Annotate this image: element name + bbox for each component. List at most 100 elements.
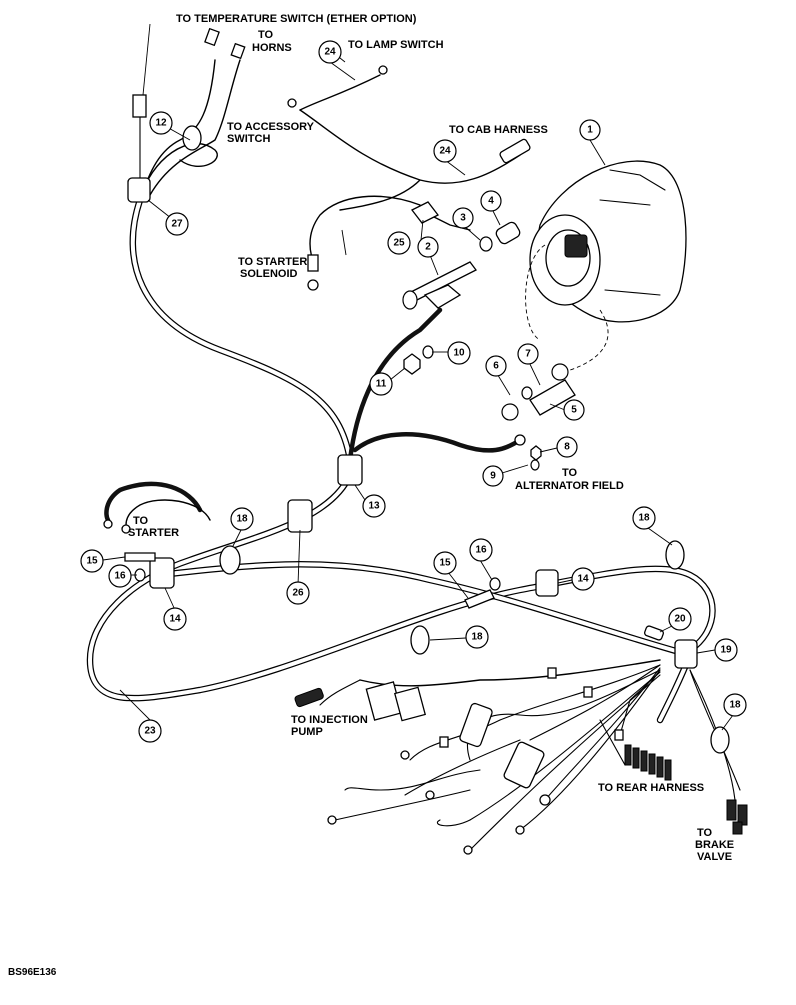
svg-text:9: 9 [490,471,496,482]
label-starter: STARTER [128,527,179,539]
callout-15a: 15 [80,549,104,573]
upper-wires [139,59,521,266]
svg-text:3: 3 [460,213,466,224]
svg-text:4: 4 [488,196,494,207]
figure-code: BS96E136 [8,967,57,978]
bolt-5b [551,363,569,381]
svg-text:13: 13 [368,501,380,512]
horn-connector-b [230,42,246,60]
main-harness-cable [86,196,716,724]
clamp-26 [287,499,313,533]
brake-valve-connector [726,799,748,835]
clamp-14b [535,569,559,597]
svg-text:19: 19 [720,645,732,656]
callout-1: 1 [579,119,601,141]
callout-8: 8 [556,436,578,458]
svg-text:11: 11 [376,379,387,390]
callout-4: 4 [480,190,502,212]
alternator [525,160,687,371]
svg-text:7: 7 [525,349,531,360]
callout-3: 3 [452,207,474,229]
callout-15b: 15 [433,551,457,575]
callout-18c: 18 [465,625,489,649]
label-alt-field-to: TO [562,467,578,479]
label-injection-2: PUMP [291,726,323,738]
label-temp-switch: TO TEMPERATURE SWITCH (ETHER OPTION) [176,13,417,25]
lamp-switch-terminal [378,65,388,75]
washer-6 [521,386,533,400]
label-starter-to: TO [133,515,149,527]
bolt-5a [501,403,519,421]
tie-12 [182,125,202,151]
tie-18d [710,726,730,754]
callout-23: 23 [138,719,162,743]
clip-25 [411,201,439,224]
svg-text:14: 14 [169,614,181,625]
callout-18d: 18 [723,693,747,717]
ring-terminal-a [539,794,551,806]
label-cab-harness: TO CAB HARNESS [449,124,548,136]
svg-text:18: 18 [236,514,248,525]
callout-25: 25 [387,231,411,255]
plate-7 [529,379,576,416]
callout-20: 20 [668,607,692,631]
svg-text:27: 27 [171,219,183,230]
relay-bracket-b [503,741,545,789]
label-accessory-2: SWITCH [227,133,270,145]
svg-text:2: 2 [425,242,431,253]
ring-terminal-b [425,790,435,800]
screw-15b [464,589,495,609]
svg-text:18: 18 [729,700,741,711]
clamp-27 [127,177,151,203]
callout-27: 27 [165,212,189,236]
svg-text:23: 23 [144,726,156,737]
cab-harness-connector [499,138,531,164]
accessory-terminal [287,98,297,108]
svg-text:10: 10 [453,348,465,359]
lower-harness-wires [319,659,741,851]
solenoid-connector [307,254,319,272]
svg-text:18: 18 [471,632,483,643]
svg-text:24: 24 [439,146,451,157]
svg-text:26: 26 [292,588,304,599]
svg-text:5: 5 [571,405,577,416]
hardware [124,221,576,609]
relay-bracket-a [459,702,493,748]
svg-text:16: 16 [475,545,487,556]
callout-14a: 14 [163,607,187,631]
callout-16b: 16 [469,538,493,562]
svg-text:8: 8 [564,442,570,453]
label-solenoid-2: SOLENOID [240,268,298,280]
bolt-2-head [402,290,418,310]
starter-branch [103,481,211,534]
screw-15a [124,552,156,562]
callout-14b: 14 [571,567,595,591]
svg-text:24: 24 [324,47,336,58]
clamp-14a [149,557,175,589]
leader-lines [102,23,734,731]
label-solenoid-1: TO STARTER [238,256,307,268]
label-horns-to: TO [258,29,274,41]
svg-text:16: 16 [114,571,126,582]
svg-text:18: 18 [638,513,650,524]
callout-24a: 24 [318,40,342,64]
svg-text:1: 1 [587,125,593,136]
junction-block-b [393,686,427,722]
svg-text:15: 15 [439,558,451,569]
callout-12: 12 [149,111,173,135]
nut-11 [403,353,421,375]
ring-terminal-c [327,815,337,825]
spacer-4 [495,221,521,245]
callout-18a: 18 [230,507,254,531]
label-injection-1: TO INJECTION [291,714,368,726]
svg-text:25: 25 [393,238,405,249]
washer-9 [530,459,540,471]
solenoid-ring-terminal [307,279,319,291]
callout-13: 13 [362,494,386,518]
ring-terminal-d [463,845,473,855]
sleeve-20 [644,625,664,641]
washer-16b [489,577,501,591]
temp-switch-connector [132,94,147,118]
